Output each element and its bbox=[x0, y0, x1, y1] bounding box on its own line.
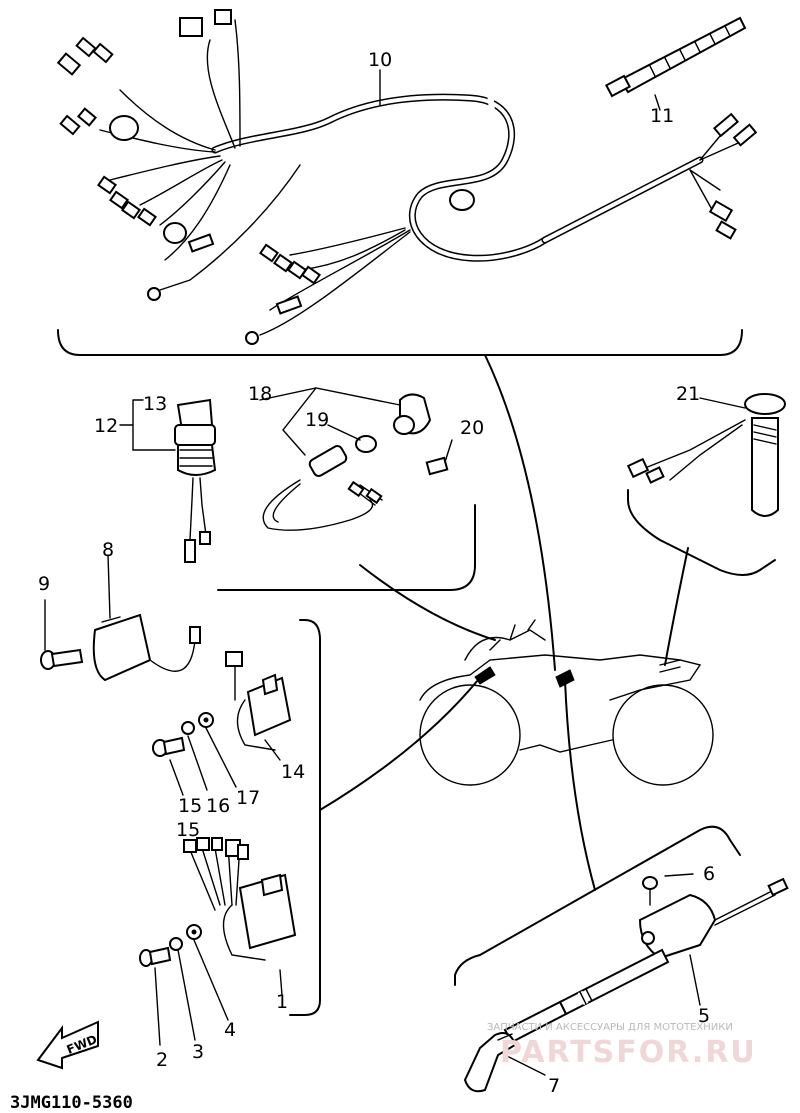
callout-20: 20 bbox=[460, 417, 484, 439]
vehicle-outline bbox=[419, 619, 714, 786]
callout-16: 16 bbox=[206, 795, 230, 817]
callout-13: 13 bbox=[143, 393, 167, 415]
cable-tie bbox=[605, 16, 747, 111]
callout-15-upper: 15 bbox=[178, 795, 202, 817]
main-switch bbox=[119, 398, 217, 563]
callout-6: 6 bbox=[703, 863, 715, 885]
callout-3: 3 bbox=[192, 1041, 204, 1063]
callout-12: 12 bbox=[94, 415, 118, 437]
wire-harness bbox=[56, 9, 758, 356]
callout-2: 2 bbox=[156, 1049, 168, 1071]
callout-18: 18 bbox=[248, 383, 272, 405]
callout-19: 19 bbox=[305, 409, 329, 431]
callout-8: 8 bbox=[102, 539, 114, 561]
callout-labels: 10 11 12 13 18 19 20 21 8 9 14 15 16 17 … bbox=[38, 49, 715, 1097]
callout-11: 11 bbox=[650, 105, 674, 127]
leader-lines bbox=[319, 354, 689, 891]
wiring-kit-group bbox=[217, 387, 476, 591]
throttle-grip bbox=[626, 393, 786, 576]
fwd-arrow-icon: FWD bbox=[36, 1020, 99, 1070]
callout-9: 9 bbox=[38, 573, 50, 595]
callout-1: 1 bbox=[276, 991, 288, 1013]
callout-15-lower: 15 bbox=[176, 819, 200, 841]
callout-4: 4 bbox=[224, 1019, 236, 1041]
diagram-code: 3JMG110-5360 bbox=[10, 1093, 133, 1113]
callout-7: 7 bbox=[548, 1075, 560, 1097]
watermark: ЗАПЧАСТИ И АКСЕССУАРЫ ДЛЯ МОТОТЕХНИКИ PA… bbox=[487, 1022, 757, 1070]
ignition-components bbox=[40, 554, 321, 1046]
callout-5: 5 bbox=[698, 1005, 710, 1027]
callout-10: 10 bbox=[368, 49, 392, 71]
watermark-tagline: ЗАПЧАСТИ И АКСЕССУАРЫ ДЛЯ МОТОТЕХНИКИ bbox=[487, 1022, 733, 1033]
watermark-logo: PARTSFOR.RU bbox=[500, 1035, 757, 1070]
callout-21: 21 bbox=[676, 383, 700, 405]
callout-17: 17 bbox=[236, 787, 260, 809]
choke-cable-group bbox=[454, 825, 789, 1093]
callout-14: 14 bbox=[281, 761, 305, 783]
